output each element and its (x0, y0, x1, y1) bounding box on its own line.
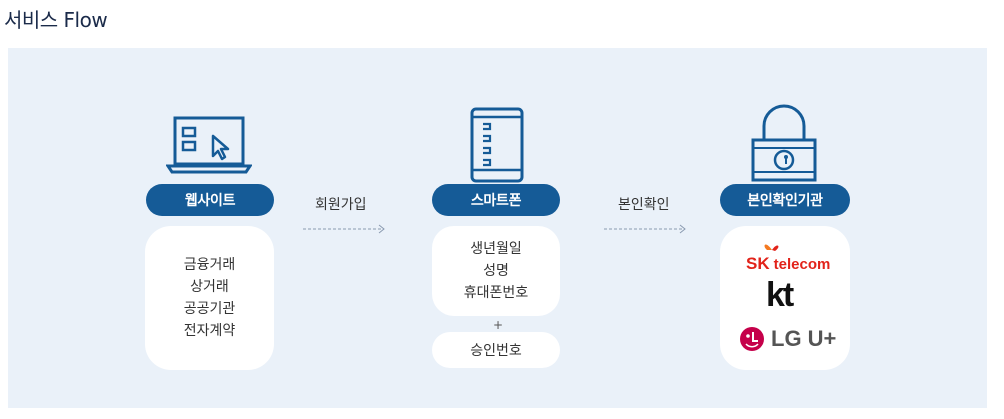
approval-number-card: 승인번호 (432, 332, 560, 368)
smartphone-item: 휴대폰번호 (463, 285, 529, 301)
website-pill: 웹사이트 (146, 184, 274, 216)
laptop-icon (166, 116, 252, 174)
agency-card (720, 226, 850, 370)
lg-face-icon (740, 327, 764, 351)
smartphone-item: 생년월일 (470, 241, 522, 257)
smartphone-icon (470, 107, 524, 183)
smartphone-item: 성명 (483, 263, 509, 279)
agency-pill: 본인확인기관 (720, 184, 850, 216)
padlock-icon (751, 104, 817, 182)
sk-telecom-text: telecom (773, 255, 831, 273)
website-item: 금융거래 (183, 257, 236, 273)
arrow-label-signup: 회원가입 (315, 197, 367, 213)
smartphone-pill: 스마트폰 (432, 184, 560, 216)
plus-sign: + (493, 318, 504, 332)
dashed-arrow-icon (604, 224, 686, 234)
website-item: 상거래 (190, 279, 229, 295)
website-item: 전자계약 (183, 323, 236, 339)
sk-brand-text: SK (746, 254, 770, 273)
smartphone-card: 생년월일 성명 휴대폰번호 (432, 226, 560, 316)
website-card: 금융거래 상거래 공공기관 전자계약 (145, 226, 274, 370)
page-title: 서비스 Flow (4, 8, 108, 32)
arrow-label-verify: 본인확인 (618, 197, 670, 213)
service-flow-panel: 웹사이트 금융거래 상거래 공공기관 전자계약 회원가입 스마트폰 생년월일 성… (8, 48, 987, 408)
sk-telecom-logo: SK telecom (746, 240, 830, 274)
kt-logo: kt (766, 276, 794, 314)
sk-butterfly-icon (764, 244, 779, 251)
dashed-arrow-icon (303, 224, 385, 234)
lg-uplus-logo: LG U+ (739, 326, 836, 352)
website-item: 공공기관 (183, 301, 236, 317)
lg-uplus-text: LG U+ (771, 326, 837, 351)
